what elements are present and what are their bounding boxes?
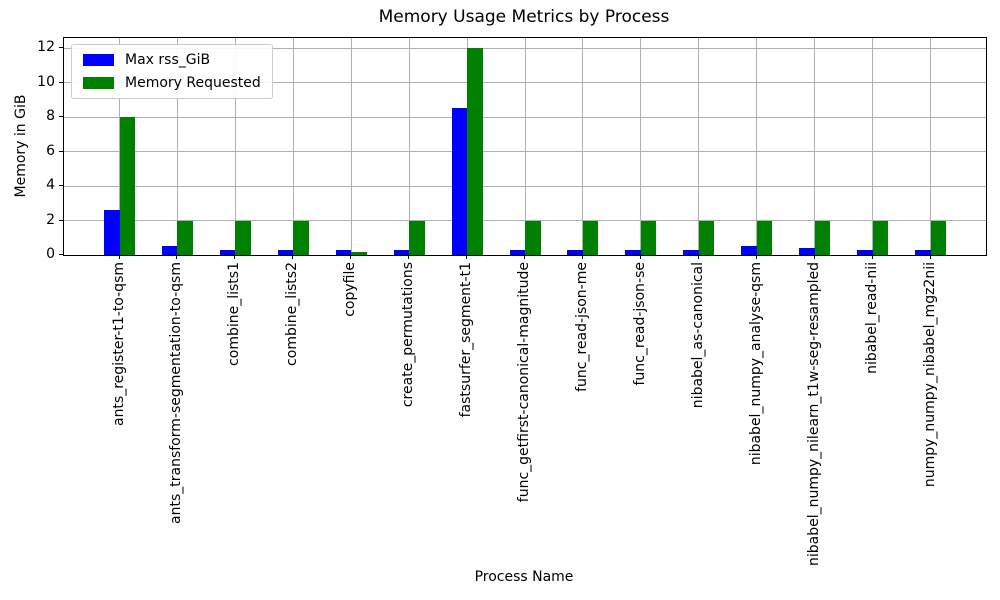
y-tick-label: 12 (37, 39, 55, 56)
x-tick-label: nibabel_read-nii (863, 262, 880, 374)
bar-memory-requested (698, 221, 715, 255)
x-tick-label: numpy_numpy_nibabel_mgz2nii (921, 262, 938, 488)
bar-max-rss (219, 249, 236, 255)
x-tick-mark (524, 255, 525, 259)
chart-title: Memory Usage Metrics by Process (378, 7, 670, 27)
y-tick-mark (59, 219, 63, 221)
bar-memory-requested (814, 221, 831, 255)
bar-memory-requested (293, 221, 309, 255)
legend-swatch-memory-requested (83, 77, 114, 89)
x-tick-mark (639, 255, 641, 259)
x-tick-label: ants_transform-segmentation-to-qsm (168, 262, 185, 524)
x-tick-mark (408, 255, 410, 259)
x-tick-label: func_read-json-me (573, 262, 590, 392)
bar-max-rss (393, 249, 410, 255)
bar-max-rss (335, 249, 352, 255)
v-gridline (582, 38, 584, 255)
bar-max-rss (857, 249, 873, 255)
y-tick-mark (59, 254, 63, 255)
x-tick-mark (466, 255, 468, 259)
v-gridline (234, 38, 236, 255)
legend-label-max-rss: Max rss_GiB (125, 52, 211, 68)
x-tick-label: create_permutations (400, 262, 417, 408)
x-tick-label: combine_lists1 (226, 262, 243, 366)
x-tick-mark (813, 255, 815, 259)
v-gridline (640, 38, 642, 255)
bar-memory-requested (235, 221, 251, 255)
y-tick-mark (59, 150, 63, 152)
legend-item-memory-requested: Memory Requested (83, 75, 261, 91)
v-gridline (756, 38, 758, 255)
x-tick-label: func_read-json-se (631, 262, 648, 386)
bar-memory-requested (409, 221, 425, 255)
x-axis-label: Process Name (474, 569, 574, 585)
x-tick-mark (234, 255, 236, 259)
bar-max-rss (799, 248, 815, 255)
x-tick-label: fastsurfer_segment-t1 (458, 262, 475, 418)
x-tick-mark (755, 255, 757, 259)
v-gridline (408, 38, 410, 255)
bar-max-rss (683, 249, 699, 255)
legend-item-max-rss: Max rss_GiB (83, 52, 261, 68)
x-tick-mark (581, 255, 583, 259)
bar-max-rss (451, 107, 468, 255)
bar-max-rss (161, 245, 178, 255)
x-tick-label: nibabel_as-canonical (689, 262, 706, 409)
y-tick-mark (59, 47, 63, 49)
y-tick-label: 10 (37, 73, 55, 90)
bar-memory-requested (525, 221, 541, 255)
x-tick-mark (929, 255, 931, 259)
bar-memory-requested (467, 48, 483, 255)
x-tick-mark (176, 255, 178, 259)
v-gridline (814, 38, 816, 255)
bar-max-rss (625, 249, 641, 255)
y-tick-mark (59, 116, 63, 118)
y-tick-label: 0 (46, 246, 55, 262)
x-tick-label: func_getfirst-canonical-magnitude (516, 262, 532, 503)
bar-memory-requested (119, 117, 135, 255)
v-gridline (176, 38, 178, 255)
bar-max-rss (509, 249, 525, 255)
bar-memory-requested (177, 221, 193, 255)
x-tick-mark (350, 255, 352, 259)
bar-max-rss (567, 249, 583, 255)
plot-area: Max rss_GiB Memory Requested (63, 37, 987, 256)
x-tick-mark (697, 255, 699, 259)
bar-max-rss (277, 249, 294, 255)
v-gridline (524, 38, 526, 255)
v-gridline (292, 38, 294, 255)
bar-memory-requested (930, 221, 947, 255)
y-tick-label: 6 (46, 142, 55, 159)
v-gridline (350, 38, 352, 255)
x-tick-label: ants_register-t1-to-qsm (110, 262, 127, 427)
legend-swatch-max-rss (83, 54, 114, 66)
legend-label-memory-requested: Memory Requested (125, 75, 261, 91)
x-tick-mark (118, 255, 120, 259)
y-tick-label: 8 (46, 108, 55, 125)
y-tick-mark (59, 185, 63, 187)
v-gridline (872, 38, 874, 255)
bar-memory-requested (756, 221, 773, 255)
bar-memory-requested (640, 221, 657, 255)
x-tick-mark (292, 255, 294, 259)
y-tick-mark (59, 81, 63, 83)
y-tick-label: 4 (46, 177, 55, 194)
x-tick-label: combine_lists2 (284, 262, 301, 366)
x-tick-label: nibabel_numpy_analyse-qsm (747, 262, 764, 466)
bar-max-rss (104, 210, 120, 255)
bar-memory-requested (351, 251, 367, 255)
bar-max-rss (915, 249, 931, 255)
bar-max-rss (741, 246, 757, 255)
x-tick-label: copyfile (342, 262, 359, 317)
v-gridline (930, 38, 932, 255)
x-tick-mark (871, 255, 873, 259)
y-tick-label: 2 (46, 211, 55, 228)
bar-memory-requested (582, 221, 599, 255)
legend: Max rss_GiB Memory Requested (71, 44, 273, 99)
x-tick-label: nibabel_numpy_nilearn_t1w-seg-resampled (805, 262, 822, 566)
v-gridline (698, 38, 700, 255)
bar-memory-requested (872, 221, 889, 255)
